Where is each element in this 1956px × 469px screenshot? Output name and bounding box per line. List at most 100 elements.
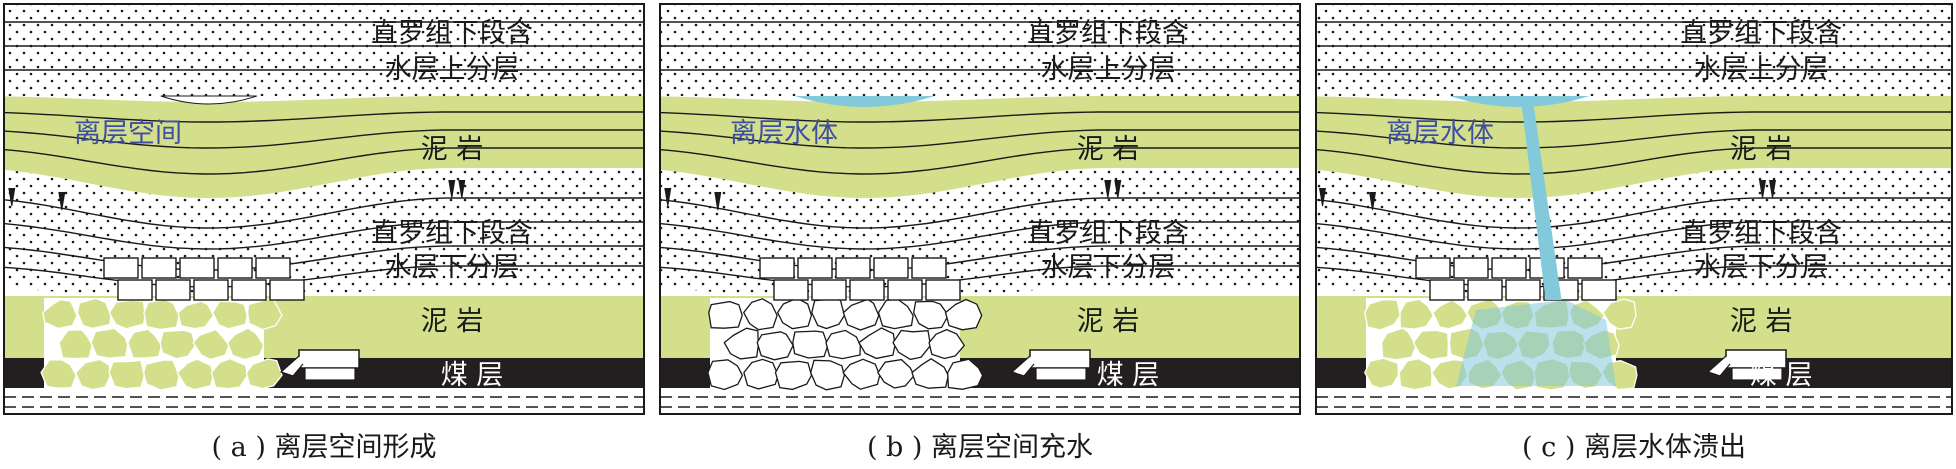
- broken-bed-block: [1467, 279, 1503, 301]
- caved-rock-block: [143, 298, 180, 331]
- caved-rock-block: [90, 327, 129, 359]
- caved-rock-block: [774, 360, 813, 391]
- caved-rock-block: [245, 358, 283, 390]
- fracture-mark: [714, 191, 722, 211]
- caved-rock-block: [1364, 298, 1401, 331]
- lower-aquifer-line: [659, 221, 1300, 250]
- water-conducting-fracture: [1521, 104, 1562, 300]
- upper-aquifer-layer: [660, 4, 1300, 96]
- cavity-label: 离层水体: [730, 118, 838, 149]
- caved-rock-block: [892, 329, 932, 361]
- broken-bed-block: [773, 279, 809, 301]
- shearer-base: [304, 367, 356, 381]
- fracture-mark: [1319, 187, 1327, 207]
- panel-caption: ( c ) 离层水体溃出: [1522, 432, 1746, 463]
- upper-aquifer-label-line1: 直罗组下段含: [1680, 18, 1842, 49]
- cavity-label: 离层空间: [74, 118, 182, 149]
- broken-bed-block: [117, 279, 153, 301]
- broken-bed-block: [231, 279, 267, 301]
- coal-seam-label: 煤 层: [1097, 360, 1160, 391]
- fracture-mark: [458, 179, 466, 199]
- broken-bed-block: [873, 257, 909, 279]
- caved-rock-block: [858, 327, 896, 360]
- floor-layer: [660, 388, 1300, 414]
- caved-rock-block: [792, 330, 829, 359]
- caved-rock-block: [743, 358, 779, 390]
- shearer-body: [298, 349, 360, 369]
- cavity-label: 离层水体: [1386, 118, 1494, 149]
- lower-aquifer-label-line1: 直罗组下段含: [1027, 218, 1189, 249]
- lower-aquifer-line: [659, 197, 1300, 229]
- caved-rock-block: [947, 358, 984, 390]
- mudstone-bedding-line: [1315, 111, 1952, 123]
- upper-aquifer-label-line2: 水层上分层: [1041, 54, 1176, 85]
- panel-caption: ( a ) 离层空间形成: [212, 432, 437, 463]
- fracture-mark: [58, 191, 66, 211]
- panel-frame: [1315, 3, 1953, 415]
- broken-bed-block: [179, 257, 215, 279]
- caved-rock-block: [708, 300, 743, 329]
- lower-mudstone-label: 泥 岩: [1730, 306, 1793, 337]
- fracture-mark: [1769, 179, 1777, 199]
- caved-rock-block: [877, 358, 915, 389]
- mudstone-bedding-line: [3, 147, 644, 175]
- caved-rock-block: [159, 329, 197, 360]
- lower-aquifer-line: [3, 265, 644, 288]
- shearer-base: [1731, 367, 1783, 381]
- caved-rock-block: [842, 358, 881, 390]
- broken-bed-block: [155, 279, 191, 301]
- caved-rock-block: [1399, 298, 1435, 330]
- upper-aquifer-label-line2: 水层上分层: [385, 54, 520, 85]
- caved-rock-block: [944, 298, 983, 331]
- upper-aquifer-label-line1: 直罗组下段含: [371, 18, 533, 49]
- mudstone-bedding-line: [659, 111, 1300, 123]
- shearer-arm: [1706, 355, 1731, 377]
- broken-bed-block: [925, 279, 961, 301]
- lower-aquifer-label-line2: 水层下分层: [385, 252, 520, 283]
- broken-bed-block: [759, 257, 795, 279]
- broken-bed-block: [1429, 279, 1465, 301]
- caved-rock-block: [108, 359, 145, 390]
- lower-aquifer-line: [3, 197, 644, 229]
- fracture-mark: [1104, 179, 1112, 199]
- broken-bed-block: [849, 279, 885, 301]
- lower-aquifer-line: [1315, 197, 1952, 229]
- lower-aquifer-line: [3, 221, 644, 250]
- caved-rock-block: [176, 358, 214, 391]
- mudstone-bedding-line: [659, 129, 1300, 149]
- mudstone-bedding-line: [3, 129, 644, 149]
- broken-bed-block: [835, 257, 871, 279]
- broken-bed-block: [1415, 257, 1451, 279]
- caved-rock-block: [40, 359, 78, 389]
- lower-aquifer-line: [659, 265, 1300, 288]
- caved-rock-block: [1398, 358, 1433, 391]
- caved-rock-block: [142, 359, 180, 391]
- upper-mudstone-label: 泥 岩: [1730, 134, 1793, 165]
- caved-rock-block: [74, 358, 112, 391]
- shearer-arm: [279, 355, 304, 377]
- caved-rock-block: [1364, 357, 1400, 389]
- mudstone-bedding-line: [1315, 129, 1952, 149]
- caved-rock-block: [127, 328, 163, 359]
- lower-aquifer-line: [1315, 221, 1952, 250]
- upper-mudstone-label: 泥 岩: [421, 134, 484, 165]
- floor-layer: [4, 388, 644, 414]
- caved-rock-block: [211, 300, 248, 330]
- lower-aquifer-label-line1: 直罗组下段含: [1680, 218, 1842, 249]
- caved-rock-block: [756, 331, 794, 361]
- caved-rock-block: [42, 298, 78, 330]
- lower-aquifer-label-line2: 水层下分层: [1041, 252, 1176, 283]
- caved-rock-block: [192, 328, 230, 361]
- lower-aquifer-label-line1: 直罗组下段含: [371, 218, 533, 249]
- broken-bed-block: [911, 257, 947, 279]
- caved-rock-block: [825, 329, 861, 360]
- panel-caption: ( b ) 离层空间充水: [867, 432, 1093, 463]
- water-inrush-area: [1456, 300, 1616, 386]
- caved-rock-block: [1432, 299, 1469, 330]
- caved-rock-block: [723, 327, 759, 360]
- caved-rock-block: [76, 297, 112, 330]
- broken-bed-block: [1453, 257, 1489, 279]
